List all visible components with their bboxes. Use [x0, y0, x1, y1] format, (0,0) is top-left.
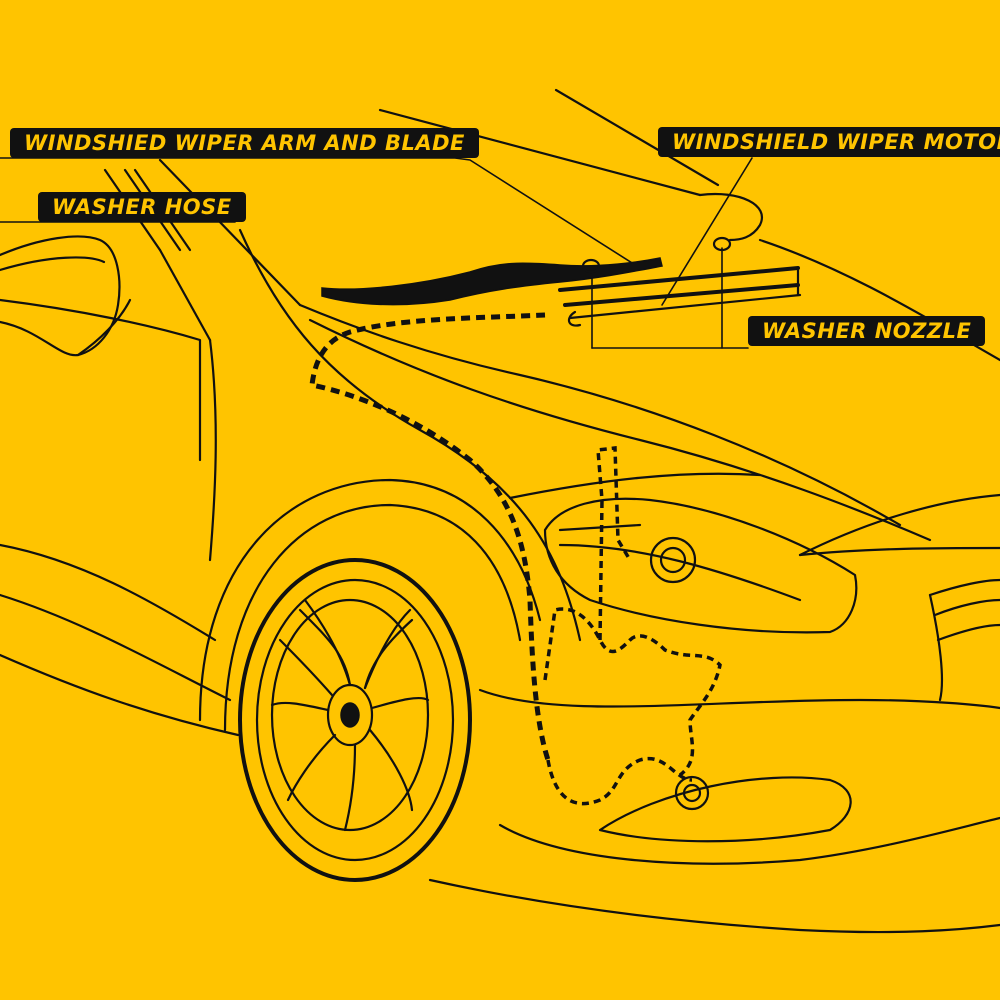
washer-nozzles: [567, 236, 732, 327]
label-wiper-arm-blade: WINDSHIED WIPER ARM AND BLADE: [10, 128, 479, 158]
wheel-arch: [198, 478, 542, 732]
windshield-lines: [103, 88, 763, 307]
hood-fender: [238, 228, 1000, 642]
leader-lines: [0, 157, 753, 349]
label-wiper-motor: WINDSHIELD WIPER MOTOR: [658, 127, 1000, 157]
label-washer-hose: WASHER HOSE: [38, 192, 246, 222]
headlight: [543, 497, 858, 634]
body-side: [0, 248, 240, 737]
bumper: [428, 688, 1000, 934]
leader-wiper-motor: [661, 157, 753, 306]
leader-wiper-arm: [0, 157, 641, 269]
label-washer-nozzle: WASHER NOZZLE: [748, 316, 986, 346]
washer-hose-path: [309, 312, 722, 806]
grille: [928, 578, 1000, 702]
wiper-arm-blade: [321, 257, 802, 320]
side-mirror: [0, 235, 132, 357]
front-wheel: [238, 558, 472, 882]
